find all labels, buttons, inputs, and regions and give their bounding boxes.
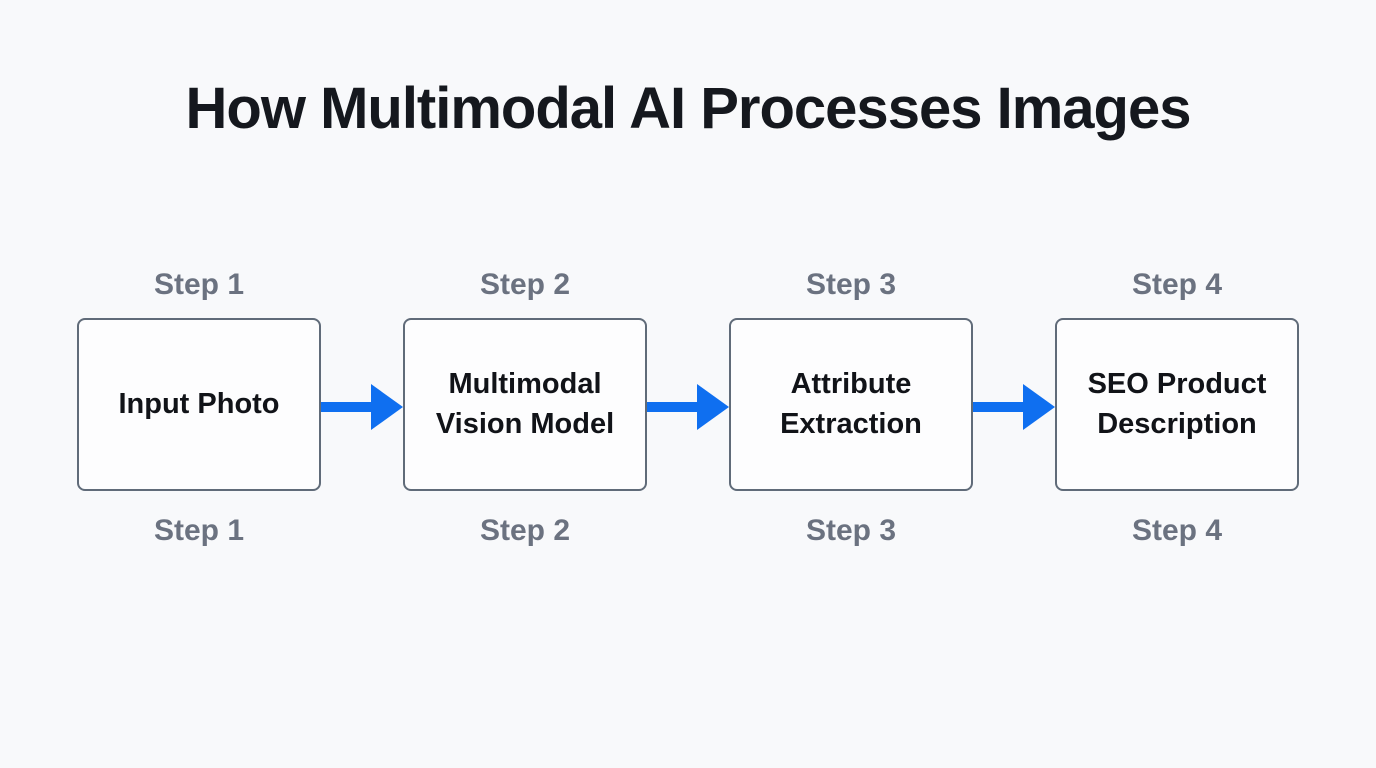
arrow-right-icon	[321, 384, 403, 431]
arrow-shaft	[321, 402, 371, 413]
step-label-bottom: Step 4	[1131, 513, 1223, 547]
step-label-bottom: Step 1	[153, 513, 245, 547]
box-label: Attribute Extraction	[780, 367, 922, 441]
box-label: SEO Product Description	[1087, 367, 1267, 441]
arrow-head	[697, 384, 729, 431]
step-label-top: Step 3	[805, 267, 897, 301]
flow-box-attribute-extraction: Attribute Extraction	[729, 317, 973, 491]
flow-box-input-photo: Input Photo	[77, 317, 321, 491]
step-column-1: Step 1 Input Photo Step 1	[77, 265, 321, 550]
step-column-2: Step 2 Multimodal Vision Model Step 2	[403, 265, 647, 550]
arrow-head	[371, 384, 403, 431]
flow-box-seo-product-description: SEO Product Description	[1055, 317, 1299, 491]
step-column-3: Step 3 Attribute Extraction Step 3	[729, 265, 973, 550]
arrow-head	[1023, 384, 1055, 431]
step-label-top: Step 1	[153, 267, 245, 301]
step-label-top: Step 4	[1131, 267, 1223, 301]
flow-row: Step 1 Input Photo Step 1 Step 2 Multimo…	[0, 265, 1376, 550]
step-column-4: Step 4 SEO Product Description Step 4	[1055, 265, 1299, 550]
diagram-title: How Multimodal AI Processes Images	[185, 76, 1192, 141]
arrow-right-icon	[647, 384, 729, 431]
flow-box-multimodal-vision-model: Multimodal Vision Model	[403, 317, 647, 491]
arrow-shaft	[973, 402, 1023, 413]
step-label-top: Step 2	[479, 267, 571, 301]
box-label: Multimodal Vision Model	[435, 367, 615, 441]
box-label: Input Photo	[118, 387, 280, 420]
step-label-bottom: Step 3	[805, 513, 897, 547]
step-label-bottom: Step 2	[479, 513, 571, 547]
arrow-shaft	[647, 402, 697, 413]
arrow-right-icon	[973, 384, 1055, 431]
